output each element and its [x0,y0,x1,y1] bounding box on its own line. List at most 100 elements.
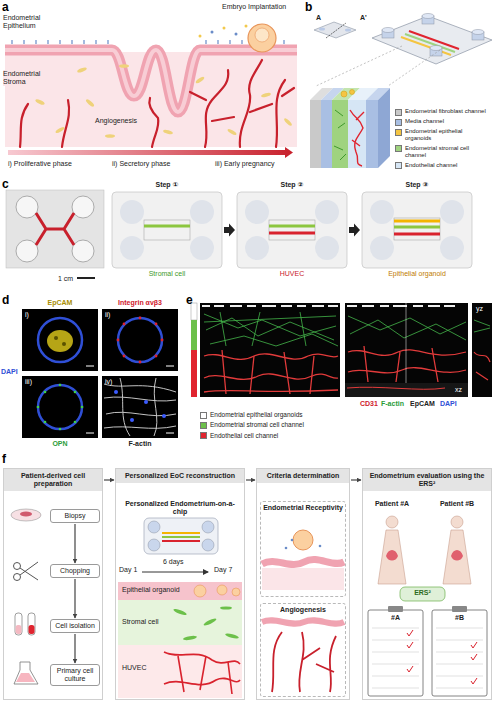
chip-photos-part-part [269,220,315,240]
chip-immunostaining-part [204,312,338,346]
workflow-icons-part-part [316,636,336,692]
stain-label: F-actin [381,400,404,408]
micrographs-part-part [74,421,77,424]
stain-label: DAPI [440,400,457,408]
layer-label: Stromal cell [121,618,160,626]
workflow-icons-part-part [319,545,322,548]
workflow-icons-part [386,550,463,561]
micrographs-part-part [44,391,47,394]
micrographs-part [117,317,164,364]
workflow-icons-part [14,662,38,684]
micrographs-part-part [130,418,134,422]
workflow-icons-part [118,600,242,645]
endometrium-illustration-part [248,24,276,52]
stain-label: CD31 [360,400,378,408]
micrographs-part-part [120,378,130,436]
chip-photos-part-part [144,225,190,228]
endometrium-illustration-part-part [190,88,294,121]
workflow-icons-part [293,530,313,550]
chip-schematic-part [382,14,484,57]
endometrium-illustration-part [223,27,226,30]
legend-text: Endometrial stromal cell channel [405,145,490,159]
chip-photos-part-part [269,225,315,228]
legend-text: Endothelial cell channel [210,432,335,439]
chip-schematic-part [310,100,321,168]
legend-swatch [395,109,402,116]
micrographs-part-part [114,390,118,394]
workflow-icons-part [432,610,487,696]
workflow-icons-part-part [291,539,294,542]
patient-label: Patient #B [432,500,482,508]
chip-immunostaining-part [191,350,197,397]
chip-title: Personalized Endometrium-on-a-chip [118,500,242,516]
chip-photos-part-part [16,196,38,218]
endometrium-illustration-part-part [283,117,293,127]
report-label: #B [432,614,487,622]
flow-arrow [351,479,361,480]
endometrium-illustration-part-part [195,76,205,85]
micrographs-part [86,366,174,433]
subpanel-label: iii) [25,378,32,386]
micrographs-part-part [155,355,158,358]
chip-photos-part [16,196,94,262]
criterion-box: Endometrial Receptivity [260,501,346,597]
chip-photos-part [112,192,222,268]
micrographs-part [102,309,178,371]
step-box: Cell isolation [50,619,100,633]
node-text: Cell isolation [52,622,98,630]
chip-immunostaining-part [348,316,466,340]
chip-photos-part-part [440,200,464,224]
chip-photos-part [36,213,74,245]
micrographs-part-part [104,426,176,428]
micrographs-part-part [123,323,126,326]
micrographs-part [104,378,176,436]
endometrium-illustration [5,24,297,158]
micrographs-part-part [139,317,142,320]
endometrium-illustration-part-part [227,128,237,136]
micrographs-part-part [123,355,126,358]
node-text: Biopsy [52,512,98,520]
chip-immunostaining-part [347,387,445,389]
chip-immunostaining-part [474,320,490,332]
workflow-icons-part [142,572,208,573]
node-text: Personalized EoC reconstruction [116,469,244,483]
subpanel-label: i) [25,311,29,319]
workflow-icons-part [368,610,423,696]
chip-schematic-part [332,100,348,168]
chip-photos-part-part [237,192,347,268]
endometrium-illustration-part-part [205,70,228,147]
endometrium-illustration-part-part [163,129,174,135]
cell-label: HUVEC [237,270,347,278]
stain-label: OPN [22,440,98,448]
stain-label: EpCAM [410,400,435,408]
chip-immunostaining-part [406,303,407,383]
stage-column: Criteria determinationEndometrial Recept… [256,468,350,700]
flow-arrow [74,524,75,563]
micrographs-part-part [117,339,120,342]
layer-label: HUVEC [121,664,148,672]
time-label: Day 7 [214,566,232,574]
chip-schematic-part [372,16,492,64]
patient-label: Patient #A [367,500,417,508]
workflow-icons-part [378,516,471,584]
workflow-icons-part-part [386,516,398,528]
chip-photos-part [224,224,235,237]
workflow-icons-part [11,509,41,521]
endometrium-illustration-part-part [149,98,158,147]
workflow-icons-part [14,562,39,581]
chip-schematic-part [326,23,346,38]
workflow-icons-part [16,673,35,682]
chip-immunostaining-part [204,350,338,394]
workflow-icons-part [262,559,344,564]
chip-schematic-part [316,46,440,86]
micrographs-part-part [44,421,47,424]
chip-immunostaining-part-part [348,350,466,355]
endometrium-illustration-part-part [77,67,88,74]
chip-immunostaining-part-part [350,320,466,340]
micrographs-part-part [139,361,142,364]
chip-immunostaining-part-part [364,346,438,382]
chip-photos-part-part [16,240,38,262]
micrographs-part [37,384,84,431]
workflow-icons-part [15,613,22,635]
